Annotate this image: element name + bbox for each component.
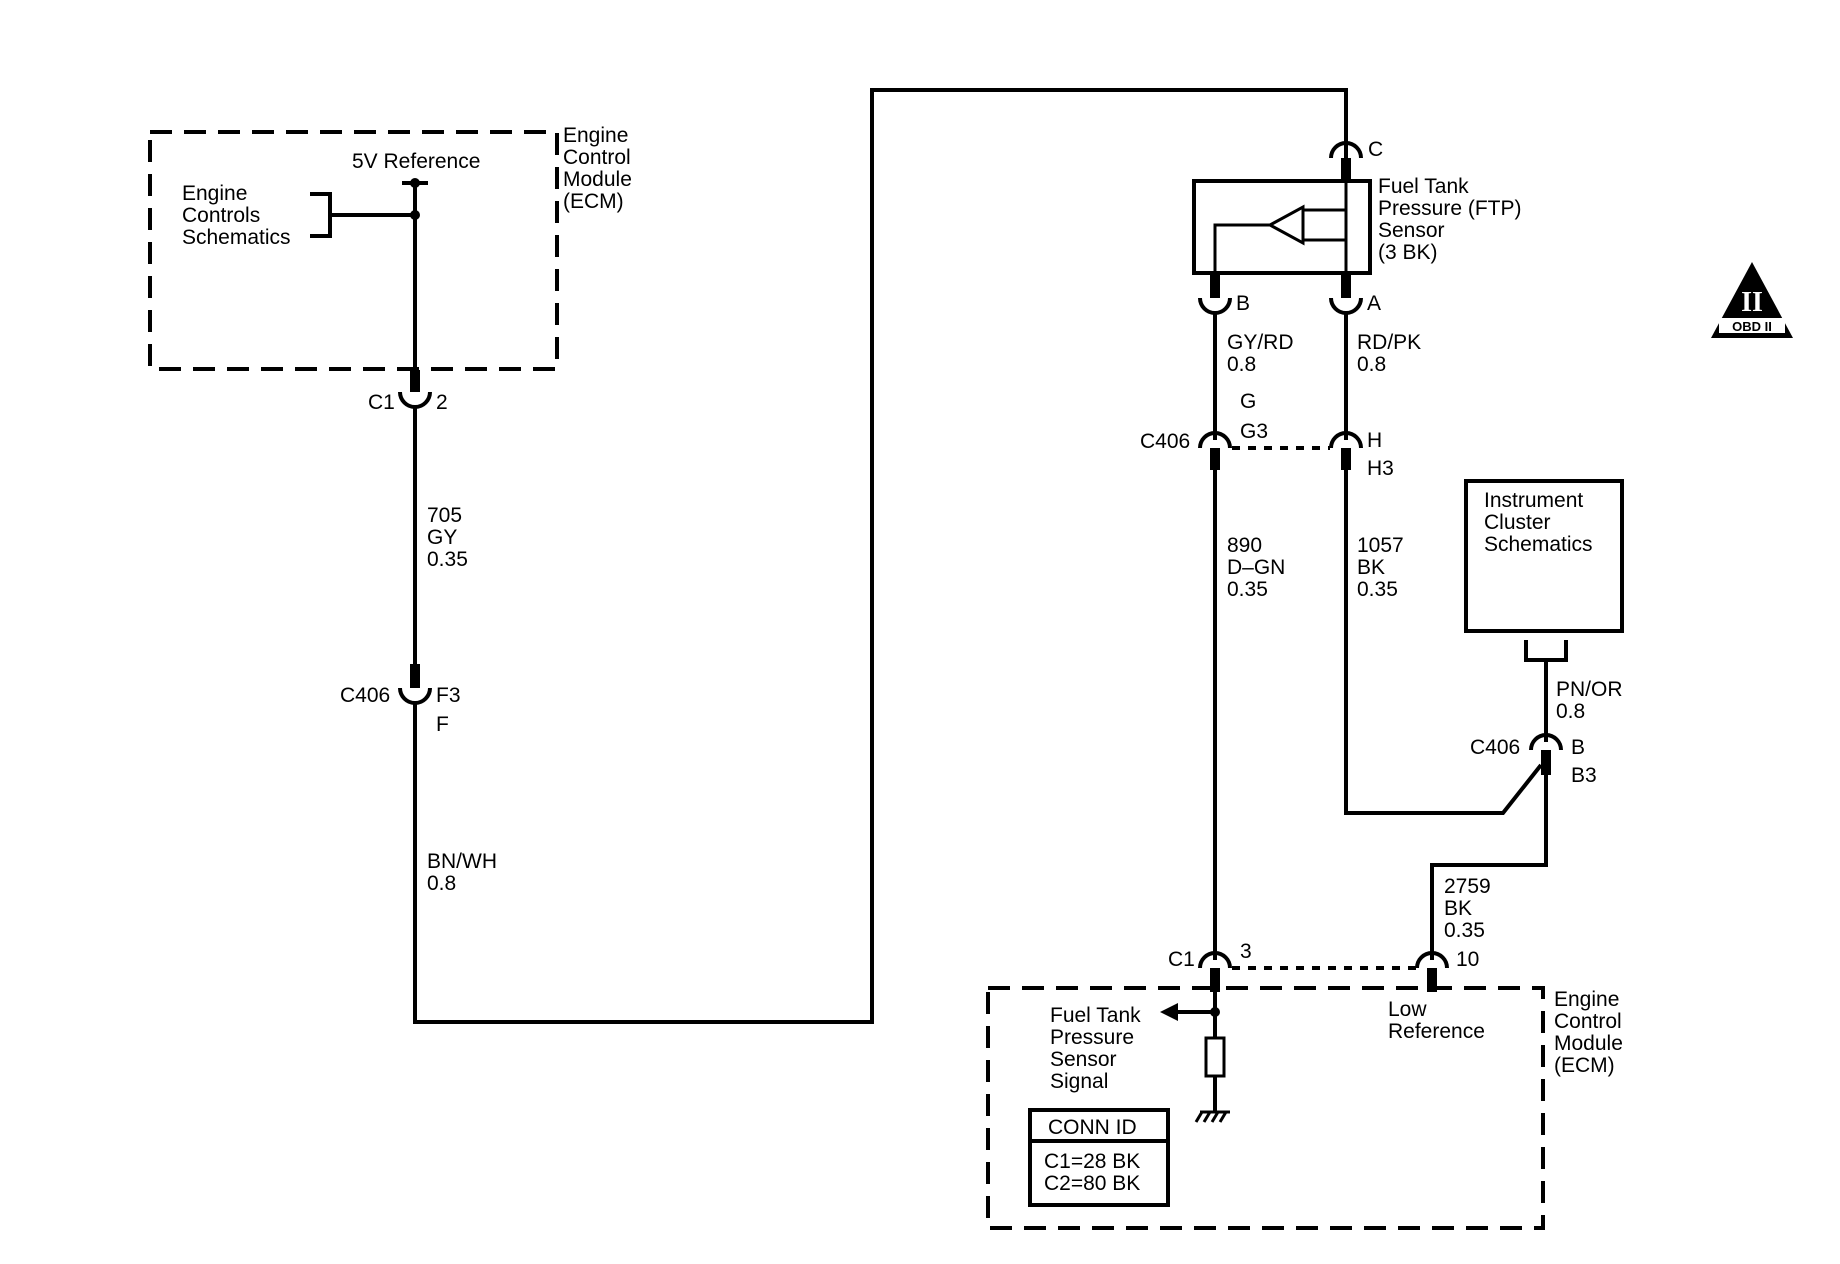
c406-g-female [1198,431,1232,449]
wire-2759-label: 2759 BK 0.35 [1444,875,1497,942]
engine-controls-bracket [310,192,415,238]
wire-bnwh [413,88,1348,1024]
wire-890-label: 890 D–GN 0.35 [1227,534,1291,601]
ecm-c1-label: C1 [368,391,395,414]
wire-pnor-label: PN/OR 0.8 [1556,678,1628,723]
c406-g-label: G [1240,390,1256,413]
ftp-pin-c-female [1329,141,1363,159]
ecm-c1-pin10-label: 10 [1456,948,1479,971]
wire-1057 [1344,470,1543,815]
ecm-c1-pin10-female [1415,951,1449,969]
c406-h-female [1329,431,1363,449]
ftp-pin-b-female [1198,297,1232,315]
instrument-cluster-box[interactable] [1464,479,1624,633]
c406-f-conn-label: C406 [340,684,390,707]
ftp-sensor-internal-wiring [1213,182,1348,290]
ecm-signal-arrow-icon [1160,1003,1178,1021]
engine-controls-schematics-label: Engine Controls Schematics [182,182,291,249]
ecm-bottom-c1-label: C1 [1168,948,1195,971]
ecm-c1-pin2-label: 2 [436,391,448,414]
ftp-sensor-body[interactable] [1192,179,1372,275]
c406-b-label: B [1571,736,1585,759]
ecm-c1-pin2-female [398,391,432,409]
conn-id-row-c1: C1=28 BK [1044,1150,1140,1173]
instrument-cluster-bracket [1524,640,1568,742]
ecm-c1-pin3-label: 3 [1240,940,1252,963]
c406-h3-label: H3 [1367,457,1394,480]
c406-f3-label: F3 [436,684,461,707]
obd-ii-symbol: II [1741,287,1763,318]
c406-b3-label: B3 [1571,764,1597,787]
ecm-low-reference-label: Low Reference [1388,998,1485,1043]
wire-705-label: 705 GY 0.35 [427,504,468,571]
wire-gyrd-label: GY/RD 0.8 [1227,331,1299,376]
c406-f-female [398,687,432,705]
ecm-c1-pin3-female [1198,951,1232,969]
ecm-top-dashed-boundary [148,130,559,371]
ftp-sensor-label: Fuel Tank Pressure (FTP) Sensor (3 BK) [1378,175,1527,264]
ecm-top-title: Engine Control Module (ECM) [563,124,638,213]
c406-h-label: H [1367,429,1382,452]
c406-f-label: F [436,713,449,736]
ecm-top-5v-reference-label: 5V Reference [352,150,480,173]
ftp-pin-c-label: C [1368,138,1383,161]
c406-gh-conn-label: C406 [1140,430,1190,453]
obd-ii-label: OBD II [1732,319,1772,334]
wire-2759 [1430,775,1548,960]
conn-id-row-c2: C2=80 BK [1044,1172,1140,1195]
c406-b-conn-label: C406 [1470,736,1520,759]
ground-icon [1194,1110,1230,1123]
ftp-sensor-amplifier-symbol [1266,204,1305,246]
instrument-cluster-label: Instrument Cluster Schematics [1484,489,1593,556]
ftp-pin-a-label: A [1367,292,1381,315]
ecm-fuel-tank-pressure-signal-label: Fuel Tank Pressure Sensor Signal [1050,1004,1147,1093]
ecm-bottom-dashed-boundary [986,986,1545,1230]
conn-id-table [1028,1108,1170,1207]
wire-bnwh-label: BN/WH 0.8 [427,850,503,895]
conn-id-title: CONN ID [1048,1116,1137,1139]
wire-1057-label: 1057 BK 0.35 [1357,534,1410,601]
c406-g3-label: G3 [1240,420,1268,443]
ecm-pulldown-resistor [1204,1036,1226,1078]
ftp-pin-b-label: B [1236,292,1250,315]
obd-ii-badge-icon: II OBD II [1711,262,1793,338]
ecm-bottom-title: Engine Control Module (ECM) [1554,988,1629,1077]
c406-b-female [1529,733,1563,751]
wire-rdpk-label: RD/PK 0.8 [1357,331,1427,376]
ftp-pin-a-female [1329,297,1363,315]
